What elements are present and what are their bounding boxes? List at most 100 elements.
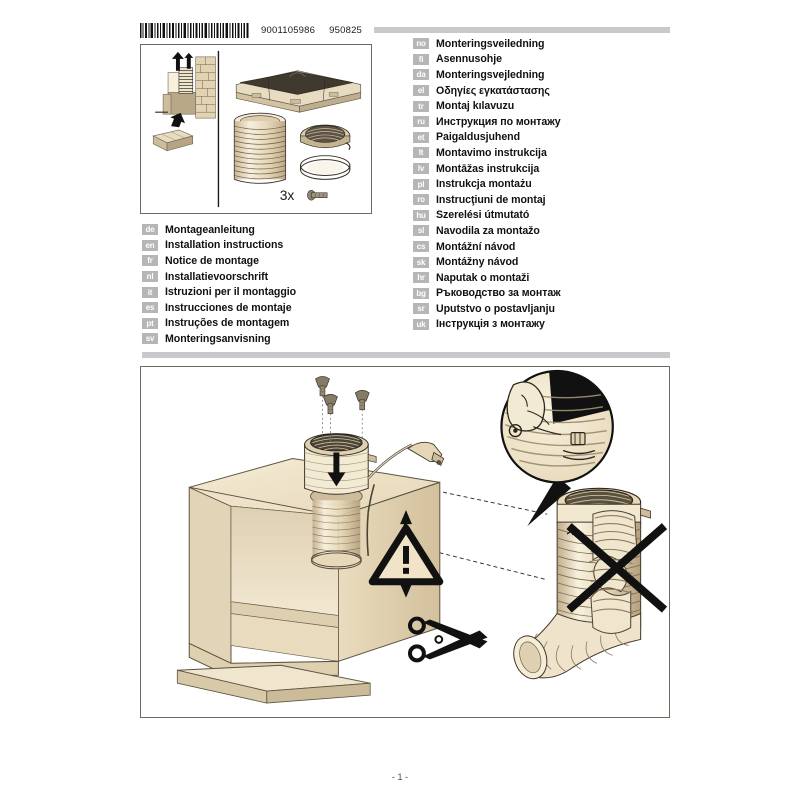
date-code: 950825	[329, 24, 363, 36]
retaining-ring-part	[299, 155, 351, 180]
language-title: Paigaldusjuhend	[436, 131, 521, 144]
hand-icon	[506, 381, 546, 432]
language-title: Asennusohje	[436, 53, 502, 66]
language-code-badge: pt	[142, 317, 158, 329]
screw-icon	[315, 376, 330, 397]
warning-exclamation-bar	[403, 545, 409, 564]
language-code-badge: uk	[413, 318, 429, 330]
screw-quantity-label: 3x	[280, 187, 295, 203]
language-row: bg Ръководство за монтаж	[413, 286, 668, 302]
language-row: de Montageanleitung	[142, 222, 392, 238]
language-title: Navodila za montažo	[436, 224, 540, 237]
filter-panel-part	[235, 70, 362, 113]
language-code-badge: pl	[413, 178, 429, 190]
language-row: es Instrucciones de montaje	[142, 300, 392, 316]
fan-grille	[310, 433, 363, 452]
section-separator-bar	[142, 352, 670, 358]
language-row: sr Uputstvo o postavljanju	[413, 301, 668, 317]
language-row: no Monteringsveiledning	[413, 36, 668, 52]
language-title: Montavimo instrukcija	[436, 146, 547, 159]
insert-direction-arrow	[327, 452, 346, 487]
language-row: sl Navodila za montažo	[413, 223, 668, 239]
language-code-badge: nl	[142, 271, 158, 283]
language-code-badge: lv	[413, 163, 429, 175]
flexible-duct-part	[233, 112, 287, 184]
brick-wall	[195, 56, 216, 119]
language-title: Installatievoorschrift	[165, 270, 269, 283]
language-code-badge: et	[413, 131, 429, 143]
language-title: Montážny návod	[436, 256, 519, 269]
clamp-detail	[562, 432, 596, 461]
language-title: Montageanleitung	[165, 223, 255, 236]
language-title: Monteringsvejledning	[436, 68, 545, 81]
parts-overview-illustration: 3x	[140, 44, 372, 214]
language-row: en Installation instructions	[142, 238, 392, 254]
language-code-badge: el	[413, 85, 429, 97]
language-row: el Οδηγίες εγκατάστασης	[413, 83, 668, 99]
screw-icon	[323, 393, 338, 415]
fan-blades	[312, 435, 361, 451]
language-code-badge: sr	[413, 303, 429, 315]
detail-pointer	[527, 476, 572, 527]
language-row: et Paigaldusjuhend	[413, 130, 668, 146]
language-row: ro Instrucţiuni de montaj	[413, 192, 668, 208]
language-code-badge: sl	[413, 225, 429, 237]
fan-motor-unit	[304, 433, 377, 495]
language-code-badge: sv	[142, 333, 158, 345]
scissors-cut-icon	[407, 616, 488, 663]
language-title: Montāžas instrukcija	[436, 162, 540, 175]
language-title: Naputak o montaži	[436, 271, 530, 284]
language-list-left: de Montageanleitung en Installation inst…	[142, 222, 392, 347]
warning-exclamation-dot	[403, 567, 409, 574]
barcode	[140, 22, 249, 38]
language-row: lt Montavimo instrukcija	[413, 145, 668, 161]
header-row: 9001105986 950825	[140, 22, 670, 38]
language-title: Istruzioni per il montaggio	[165, 286, 297, 299]
language-title: Инструкция по монтажу	[436, 115, 561, 128]
language-row: nl Installatievoorschrift	[142, 269, 392, 285]
grille-clip	[345, 142, 351, 151]
language-row: hu Szerelési útmutató	[413, 208, 668, 224]
language-code-badge: no	[413, 38, 429, 50]
language-row: fr Notice de montage	[142, 253, 392, 269]
language-title: Instrucciones de montaje	[165, 301, 292, 314]
language-title: Monteringsanvisning	[165, 332, 271, 345]
hood-lower	[167, 92, 197, 115]
language-code-badge: ro	[413, 194, 429, 206]
language-title: Notice de montage	[165, 254, 259, 267]
language-code-badge: cs	[413, 241, 429, 253]
language-title: Monteringsveiledning	[436, 37, 545, 50]
language-row: cs Montážní návod	[413, 239, 668, 255]
wall-hood-scene	[152, 51, 216, 152]
filter-pad	[152, 129, 194, 152]
language-row: pt Instruções de montagem	[142, 316, 392, 332]
language-row: sv Monteringsanvisning	[142, 331, 392, 347]
language-title: Instrukcja montażu	[436, 178, 532, 191]
parts-overview-svg: 3x	[152, 50, 362, 208]
installation-svg	[176, 369, 668, 704]
language-row: ru Инструкция по монтажу	[413, 114, 668, 130]
language-code-badge: lt	[413, 147, 429, 159]
forbidden-cross-icon	[566, 523, 668, 613]
language-title: Ръководство за монтаж	[436, 287, 561, 300]
language-code-badge: ru	[413, 116, 429, 128]
screw-icon	[354, 390, 370, 411]
language-row: pl Instrukcja montażu	[413, 176, 668, 192]
language-code-badge: tr	[413, 100, 429, 112]
screw-icon	[307, 189, 328, 201]
language-code-badge: hr	[413, 272, 429, 284]
filter-stack	[178, 67, 194, 94]
language-code-badge: de	[142, 224, 158, 236]
power-cord-plug	[366, 441, 445, 556]
language-code-badge: hu	[413, 209, 429, 221]
language-title: Instruções de montagem	[165, 317, 290, 330]
installation-illustration	[140, 366, 670, 718]
language-code-badge: sk	[413, 256, 429, 268]
duct-inside-cabinet	[311, 500, 362, 570]
language-code-badge: fi	[413, 53, 429, 65]
language-row: hr Naputak o montaži	[413, 270, 668, 286]
flexible-duct-compressed-crossed-out	[566, 510, 668, 634]
grease-filter-grille-part	[300, 124, 351, 151]
language-title: Montážní návod	[436, 240, 516, 253]
